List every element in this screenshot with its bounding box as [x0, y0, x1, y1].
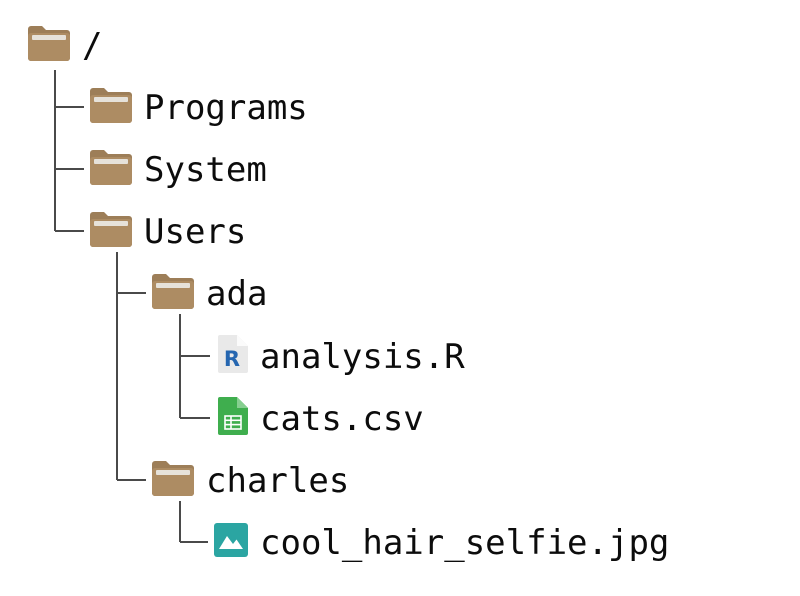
tree-node-system[interactable]: System	[90, 138, 267, 200]
tree-node-label: analysis.R	[260, 337, 465, 377]
tree-node-label: Programs	[144, 88, 308, 128]
folder-icon	[90, 211, 132, 251]
tree-node-users[interactable]: Users	[90, 200, 246, 262]
tree-node-label: ada	[206, 274, 268, 314]
folder-icon	[152, 273, 194, 313]
tree-connector	[179, 314, 210, 419]
tree-node-programs[interactable]: Programs	[90, 76, 308, 138]
tree-node-label: charles	[206, 461, 350, 501]
tree-node-label: Users	[144, 212, 247, 252]
tree-node-label: System	[144, 150, 267, 190]
tree-node-label: /	[82, 26, 103, 66]
svg-text:R: R	[224, 347, 240, 371]
folder-icon	[28, 25, 70, 65]
tree-node-label: cats.csv	[260, 399, 424, 439]
tree-node-cats_csv[interactable]: cats.csv	[218, 387, 424, 449]
csv-file-icon	[218, 397, 248, 439]
tree-node-cool_hair_selfie[interactable]: cool_hair_selfie.jpg	[214, 511, 669, 573]
tree-connector	[54, 70, 84, 232]
tree-connector	[116, 252, 146, 481]
tree-node-ada[interactable]: ada	[152, 262, 267, 324]
folder-icon	[90, 87, 132, 127]
tree-node-root[interactable]: /	[28, 14, 102, 76]
r-file-icon: R	[218, 335, 248, 377]
folder-icon	[152, 460, 194, 500]
tree-node-label: cool_hair_selfie.jpg	[260, 523, 670, 563]
folder-icon	[90, 149, 132, 189]
tree-connector	[54, 70, 84, 170]
tree-node-charles[interactable]: charles	[152, 449, 349, 511]
image-file-icon	[214, 523, 248, 561]
